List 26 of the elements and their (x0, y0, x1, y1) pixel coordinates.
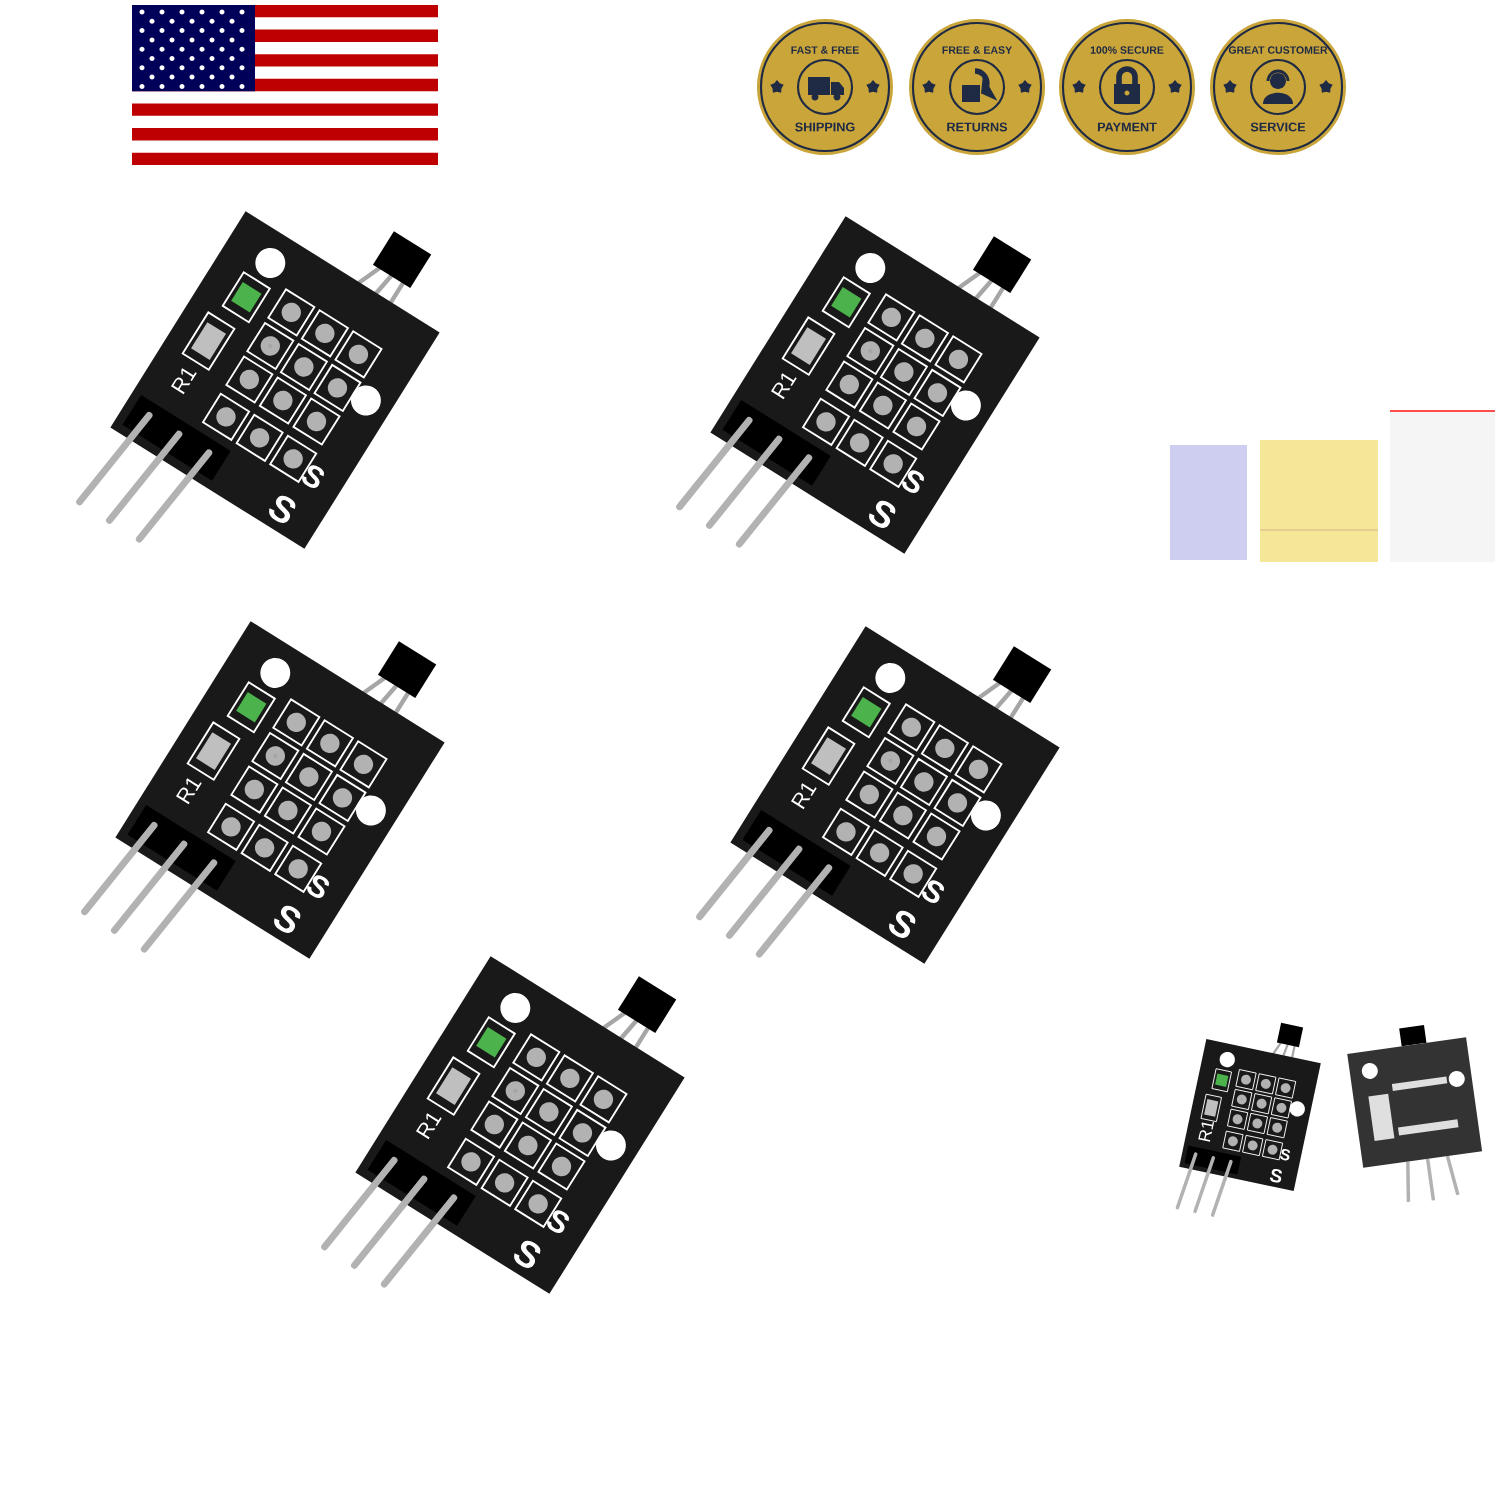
silkscreen-label: R1 (791, 783, 817, 810)
badge-text: FREE & EASY (942, 46, 1012, 54)
badge-text: FAST & FREE (791, 46, 859, 54)
silkscreen-label: R1 (771, 373, 797, 400)
silkscreen-label: S (547, 1210, 569, 1233)
silkscreen-label: R1 (171, 368, 197, 395)
silkscreen-label: S (889, 910, 916, 939)
silkscreen-label: S (307, 875, 329, 898)
silkscreen-label: S (922, 880, 944, 903)
badge-text: PAYMENT (1097, 122, 1157, 132)
silkscreen-label: S (269, 495, 296, 524)
silkscreen-label: R1 (1198, 1121, 1215, 1142)
silkscreen-label: S (1269, 1169, 1283, 1183)
badge-text: SERVICE (1250, 122, 1306, 132)
badge-text: GREAT CUSTOMER (1228, 46, 1328, 54)
silkscreen-label: S (869, 500, 896, 529)
silkscreen-label: S (302, 465, 324, 488)
silkscreen-label: R1 (416, 1113, 442, 1140)
badge-text: SHIPPING (795, 122, 855, 132)
silkscreen-label: S (274, 905, 301, 934)
silkscreen-label: S (514, 1240, 541, 1269)
badge-text: 100% SECURE (1090, 46, 1164, 54)
silkscreen-label: S (902, 470, 924, 493)
silkscreen-label: S (1280, 1149, 1291, 1161)
silkscreen-label: R1 (176, 778, 202, 805)
badge-text: RETURNS (947, 122, 1008, 132)
